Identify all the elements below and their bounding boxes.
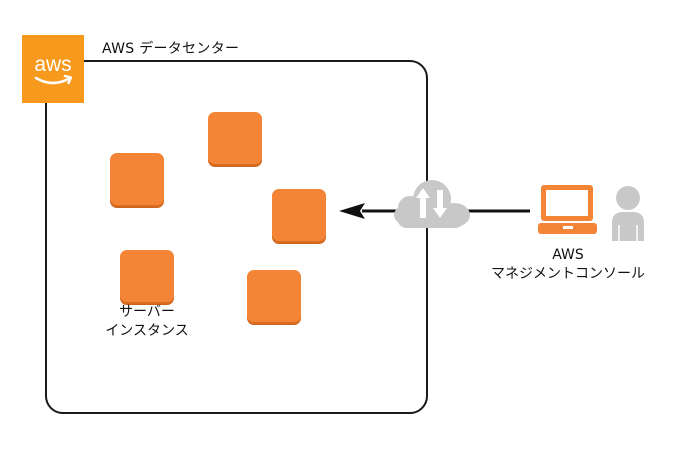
server-label-line2: インスタンス	[105, 323, 189, 339]
user-icon	[610, 185, 646, 247]
server-instance	[272, 189, 326, 243]
aws-logo-text: aws	[34, 53, 71, 76]
aws-logo-icon: aws	[22, 35, 84, 103]
laptop-icon	[538, 183, 600, 243]
arrow-head-icon	[339, 203, 365, 219]
server-instance	[120, 250, 174, 304]
server-instance	[208, 112, 262, 166]
console-label-line2: マネジメントコンソール	[491, 266, 645, 282]
datacenter-container	[45, 60, 428, 414]
console-label-line1: AWS	[552, 247, 584, 263]
management-console-label: AWS マネジメントコンソール	[483, 246, 653, 284]
server-instance	[110, 153, 164, 207]
cloud-upload-download-icon	[394, 180, 470, 228]
datacenter-title: AWS データセンター	[102, 41, 240, 57]
server-label-line1: サーバー	[119, 304, 175, 320]
server-instance-label: サーバー インスタンス	[92, 303, 202, 341]
server-instance	[247, 270, 301, 324]
